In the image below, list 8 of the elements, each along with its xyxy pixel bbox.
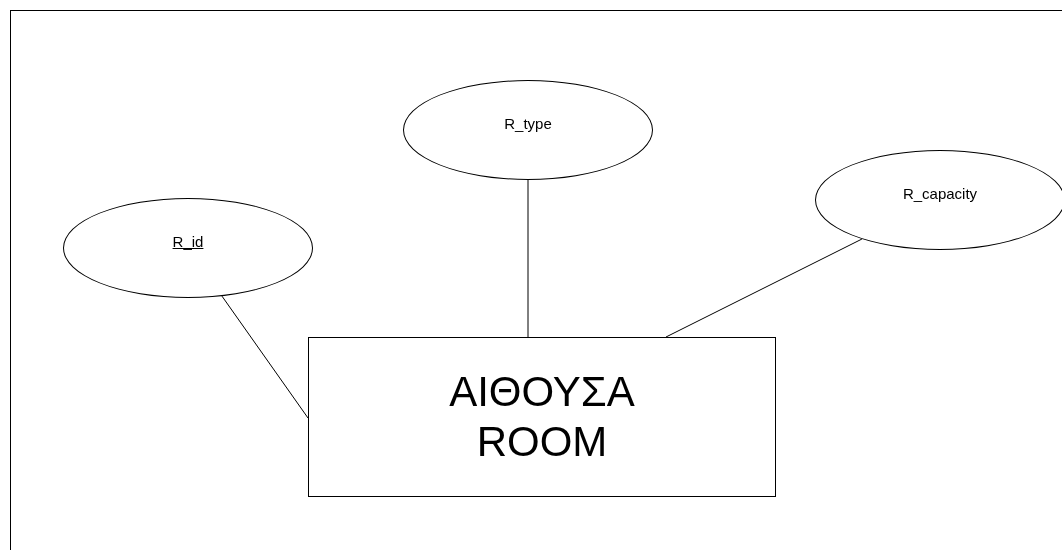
entity-name: ROOM <box>476 417 608 467</box>
entity-name: ΑΙΘΟΥΣΑ <box>449 367 635 417</box>
connector-line <box>665 238 863 338</box>
connector-line <box>527 179 529 338</box>
entity-box <box>308 337 776 497</box>
attribute-name: R_capacity <box>902 183 978 204</box>
attribute-name: R_type <box>504 113 552 134</box>
attribute-name: R_id <box>172 231 204 252</box>
